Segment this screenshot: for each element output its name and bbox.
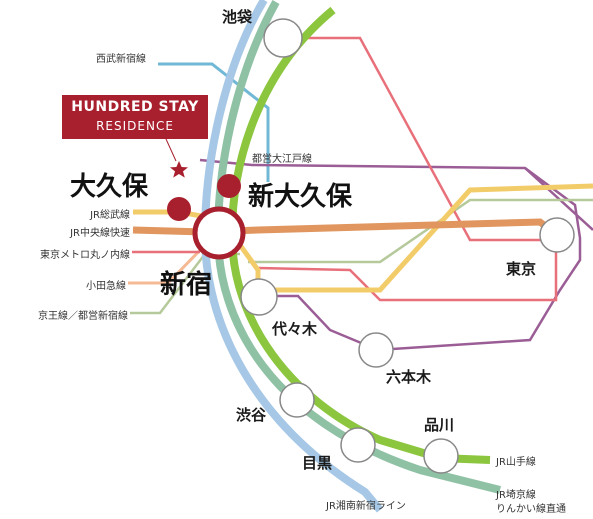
line-jr-chuo-rapid-label: JR中央線快速: [70, 228, 130, 239]
line-odakyu-label: 小田急線: [86, 281, 126, 292]
line-shonan-label: JR湘南新宿ライン: [326, 501, 406, 512]
station-okubo-marker[interactable]: [167, 197, 191, 221]
star-icon: [170, 161, 188, 178]
station-tokyo-marker[interactable]: [539, 217, 575, 253]
odakyu-line: [128, 238, 212, 285]
line-seibu-shinjuku-label: 西武新宿線: [96, 54, 146, 65]
station-yoyogi-label: 代々木: [272, 320, 318, 338]
jr-yamanote-line: [227, 6, 491, 464]
station-shin-okubo-label: 新大久保: [248, 182, 353, 212]
station-shibuya-label: 渋谷: [236, 406, 267, 424]
line-saikyo-label-1: JR埼京線: [496, 490, 536, 501]
line-toei-oedo-label: 都営大江戸線: [252, 154, 312, 165]
station-shinagawa-label: 品川: [424, 416, 455, 434]
line-jr-sobu-label: JR総武線: [90, 210, 130, 221]
station-tokyo-label: 東京: [506, 260, 537, 278]
toei-oedo-line: [199, 158, 582, 352]
hotel-label: HUNDRED STAY RESIDENCE: [62, 95, 208, 139]
station-ikebukuro-marker[interactable]: [263, 18, 303, 58]
station-roppongi-marker[interactable]: [358, 332, 394, 368]
hotel-subtitle: RESIDENCE: [96, 119, 174, 133]
station-shinagawa-marker[interactable]: [423, 438, 459, 474]
line-saikyo-label-2: りんかい線直通: [496, 504, 566, 515]
station-roppongi-label: 六本木: [386, 368, 432, 386]
line-marunouchi-label: 東京メトロ丸ノ内線: [40, 250, 130, 261]
toei-shinjuku-line: [248, 198, 593, 264]
line-keio-label: 京王線／都営新宿線: [38, 311, 128, 322]
station-meguro-marker[interactable]: [340, 427, 376, 463]
station-shibuya-marker[interactable]: [279, 382, 315, 418]
station-shin-okubo-marker[interactable]: [217, 174, 241, 198]
hotel-name: HUNDRED STAY: [71, 99, 199, 115]
station-shinjuku-label: 新宿: [160, 270, 213, 300]
station-ikebukuro-label: 池袋: [222, 8, 253, 26]
marunouchi-line-loop: [257, 36, 558, 302]
line-yamanote-label: JR山手線: [496, 457, 536, 468]
station-yoyogi-marker[interactable]: [240, 278, 278, 316]
station-okubo-label: 大久保: [70, 172, 149, 202]
hotel-pointer-line: [165, 138, 177, 162]
station-meguro-label: 目黒: [302, 454, 333, 472]
station-shinjuku-marker[interactable]: [192, 206, 246, 260]
